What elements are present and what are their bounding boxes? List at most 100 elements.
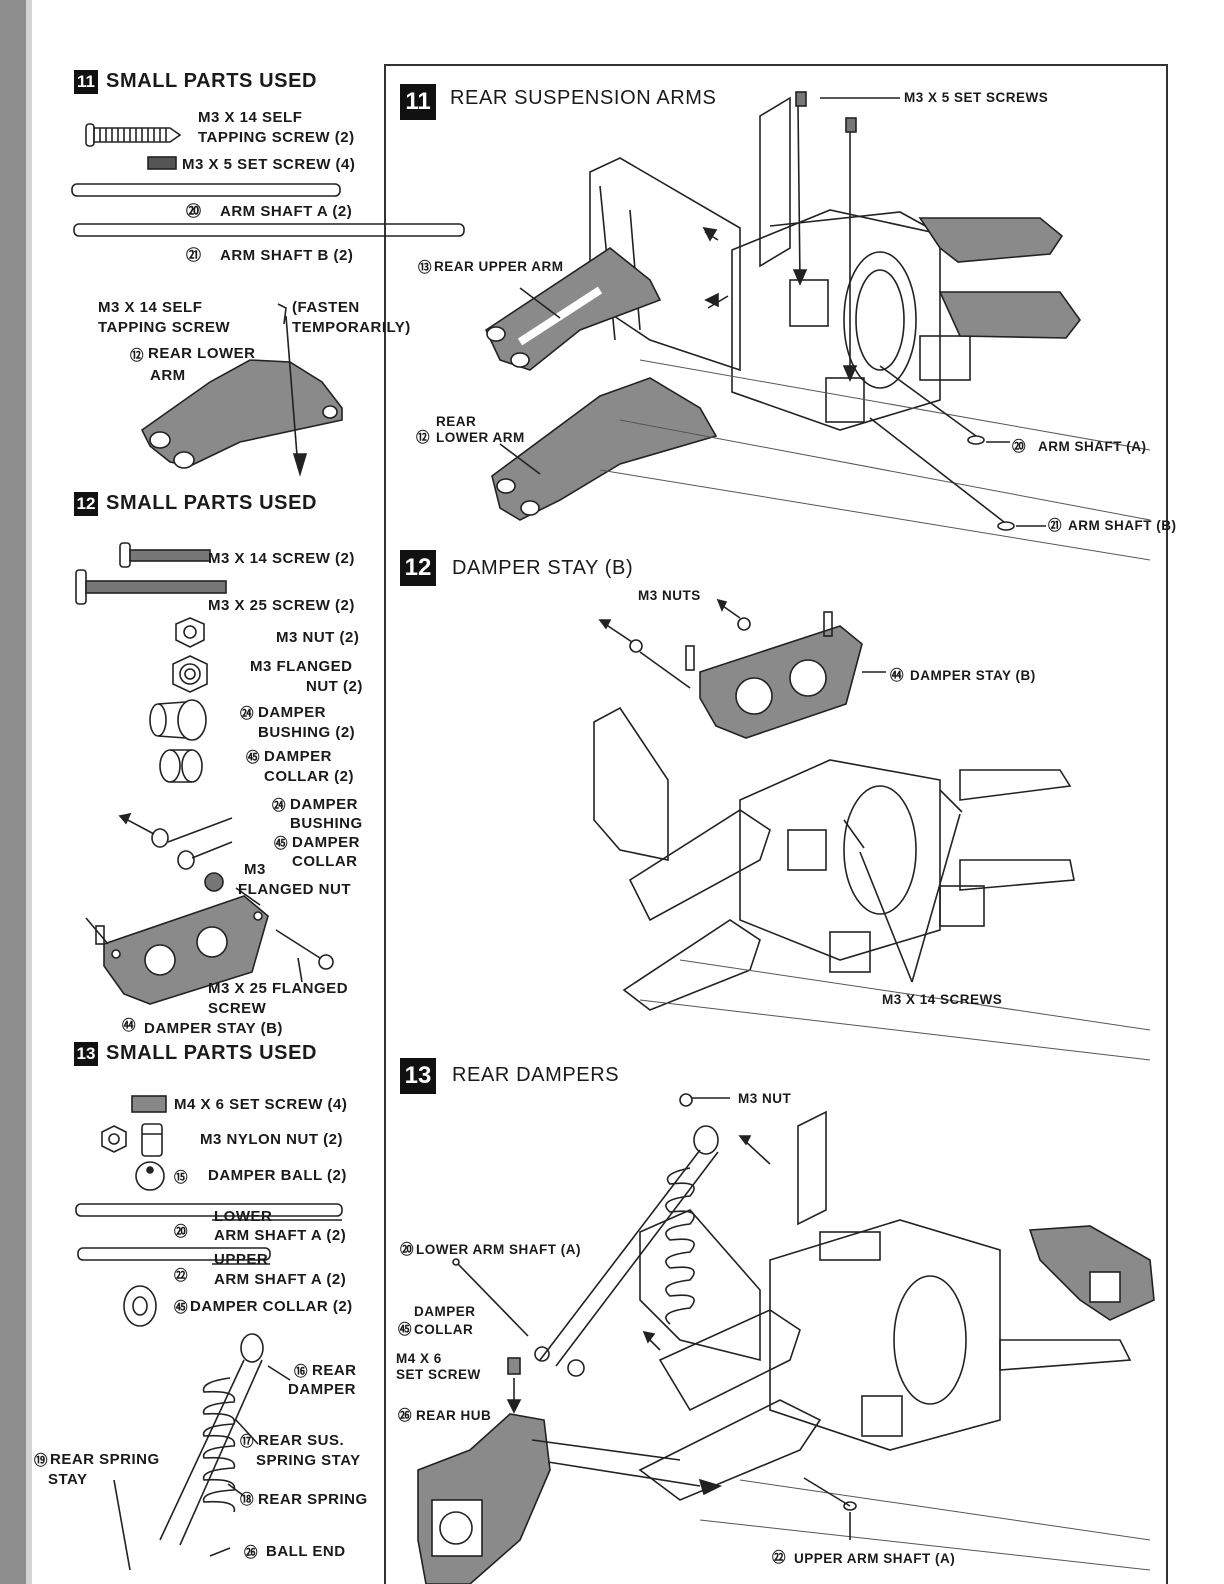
tapping-screw-icon [85, 123, 182, 147]
m3-nut-callout: M3 NUT [738, 1091, 792, 1106]
damper-bushing-icon [149, 699, 207, 741]
ball-end-label: BALL END [266, 1543, 346, 1560]
tapping-screw-label-line1: M3 X 14 SELF [198, 109, 303, 126]
damper-collar-icon [159, 749, 203, 783]
step-13-parts-title: SMALL PARTS USED [106, 1042, 318, 1064]
ref-127: ⑰ [240, 1434, 254, 1449]
rear-lower-arm-label-line1: REAR LOWER [148, 345, 256, 362]
damper-collar-label-13: DAMPER COLLAR (2) [190, 1298, 353, 1315]
top-rule [384, 64, 1168, 66]
damper-stay-b-icon-2 [699, 625, 863, 739]
rear-hub-icon [417, 1413, 551, 1584]
diagram-collar-label-line2: COLLAR [292, 853, 358, 870]
damper-stay-callout: DAMPER STAY (B) [910, 668, 1036, 683]
ref-15: ⑮ [174, 1170, 188, 1185]
right-rule [1166, 64, 1168, 1584]
ref-129: ⑲ [34, 1453, 48, 1468]
step-11-badge: 11 [74, 70, 98, 94]
ref-22-a: ㉒ [174, 1268, 188, 1283]
fasten-note-line1: (FASTEN [292, 299, 360, 316]
rear-damper-label-line2: DAMPER [288, 1381, 357, 1398]
rear-dampers-title: REAR DAMPERS [452, 1064, 620, 1086]
damper-ball-label: DAMPER BALL (2) [208, 1167, 347, 1184]
ref-26-b: ㉖ [398, 1408, 412, 1423]
diagram-flanged-nut-label: FLANGED NUT [238, 881, 351, 898]
damper-stay-b-icon [103, 895, 269, 1005]
rear-damper-installed-icon [534, 1125, 719, 1367]
ref-20-c: ⑳ [1012, 439, 1026, 454]
temp-screw-label-line1: M3 X 14 SELF [98, 299, 203, 316]
diagram-collar-label-line1: DAMPER [292, 834, 361, 851]
rear-spring-stay-label-line2: STAY [48, 1471, 88, 1488]
rear-hub-installed-icon [1028, 1225, 1155, 1321]
ref-26: ㉖ [244, 1545, 258, 1560]
rear-spring-label: REAR SPRING [258, 1491, 368, 1508]
m3x25-screw-icon [75, 569, 227, 605]
column-divider [384, 66, 386, 1584]
lower-arm-shaft-icon [75, 1203, 343, 1217]
rear-damper-icon [159, 1333, 264, 1546]
ref-21-a: ㉑ [186, 247, 202, 264]
ref-128: ⑱ [240, 1492, 254, 1507]
diagram-m3-label: M3 [244, 861, 266, 878]
ref-123-a: ⑫ [130, 348, 144, 363]
binding-edge [0, 0, 26, 1584]
m3x14-screw-label: M3 X 14 SCREW (2) [208, 550, 355, 567]
rear-arms-installed-icon [918, 217, 1081, 339]
flanged-nut-label-line1: M3 FLANGED [250, 658, 353, 675]
fasten-note-line2: TEMPORARILY) [292, 319, 411, 336]
flanged-nut-label-line2: NUT (2) [306, 678, 363, 695]
m3-nut-icon [175, 617, 205, 648]
step-12-diagram-badge: 12 [400, 550, 436, 586]
step-12-parts-title: SMALL PARTS USED [106, 492, 318, 514]
ref-21-b: ㉑ [1048, 518, 1062, 533]
spring-stay-label-line2: SPRING STAY [256, 1452, 361, 1469]
diagram-damper-stay-label: DAMPER STAY (B) [144, 1020, 283, 1037]
set-screw-callout-line1: M4 X 6 [396, 1351, 442, 1366]
set-screws-callout: M3 X 5 SET SCREWS [904, 90, 1049, 105]
arm-shaft-a-label: ARM SHAFT A (2) [220, 203, 353, 220]
upper-arm-shaft-label: ARM SHAFT A (2) [214, 1271, 347, 1288]
diagram-bushing-label-line1: DAMPER [290, 796, 359, 813]
lower-arm-shaft-label: ARM SHAFT A (2) [214, 1227, 347, 1244]
damper-stay-title: DAMPER STAY (B) [452, 557, 634, 579]
damper-ball-icon [135, 1161, 165, 1191]
flanged-screw-label-line1: M3 X 25 FLANGED [208, 980, 349, 997]
rear-spring-stay-label-line1: REAR SPRING [50, 1451, 160, 1468]
ref-126: ⑯ [294, 1364, 308, 1379]
ref-123-b: ⑫ [416, 430, 430, 445]
chassis-rear-icon [638, 1110, 1151, 1571]
step-13-diagram-badge: 13 [400, 1058, 436, 1094]
ref-24-a: ㉔ [240, 706, 254, 721]
rear-damper-label-line1: REAR [312, 1362, 357, 1379]
lower-arm-callout-line1: REAR [436, 414, 477, 429]
lower-arm-shaft-callout: LOWER ARM SHAFT (A) [416, 1242, 581, 1257]
damper-collar-callout-line1: DAMPER [414, 1304, 476, 1319]
upper-arm-shaft-callout: UPPER ARM SHAFT (A) [794, 1551, 956, 1566]
arm-shaft-b-label: ARM SHAFT B (2) [220, 247, 354, 264]
chassis-assembled-icon [593, 706, 1151, 1061]
ref-20-a: ⑳ [186, 203, 202, 220]
m4x6-set-screw-label: M4 X 6 SET SCREW (4) [174, 1096, 348, 1113]
diagram-bushing-label-line2: BUSHING [290, 815, 363, 832]
m3-nut-label: M3 NUT (2) [276, 629, 360, 646]
flanged-screw-label-line2: SCREW [208, 1000, 267, 1017]
damper-collar-icon-2 [123, 1285, 157, 1327]
rear-upper-arm-icon [484, 247, 662, 371]
upper-arm-callout: REAR UPPER ARM [434, 259, 564, 274]
ref-22-b: ㉒ [772, 1550, 786, 1565]
set-screw-icon [147, 156, 177, 170]
ref-44-b: ㊹ [890, 668, 904, 683]
ref-45-a: ㊺ [246, 750, 260, 765]
binding-shadow [26, 0, 32, 1584]
rear-lower-arm-icon-2 [491, 377, 718, 521]
ref-24-b: ㉔ [272, 798, 286, 813]
step-11-parts-title: SMALL PARTS USED [106, 70, 318, 92]
damper-bushing-label-line1: DAMPER [258, 704, 327, 721]
m3x25-screw-label: M3 X 25 SCREW (2) [208, 597, 355, 614]
damper-collar-label-line2: COLLAR (2) [264, 768, 354, 785]
step-11-diagram-badge: 11 [400, 84, 436, 120]
lower-arm-callout-line2: LOWER ARM [436, 430, 525, 445]
ref-124: ⑬ [418, 260, 432, 275]
